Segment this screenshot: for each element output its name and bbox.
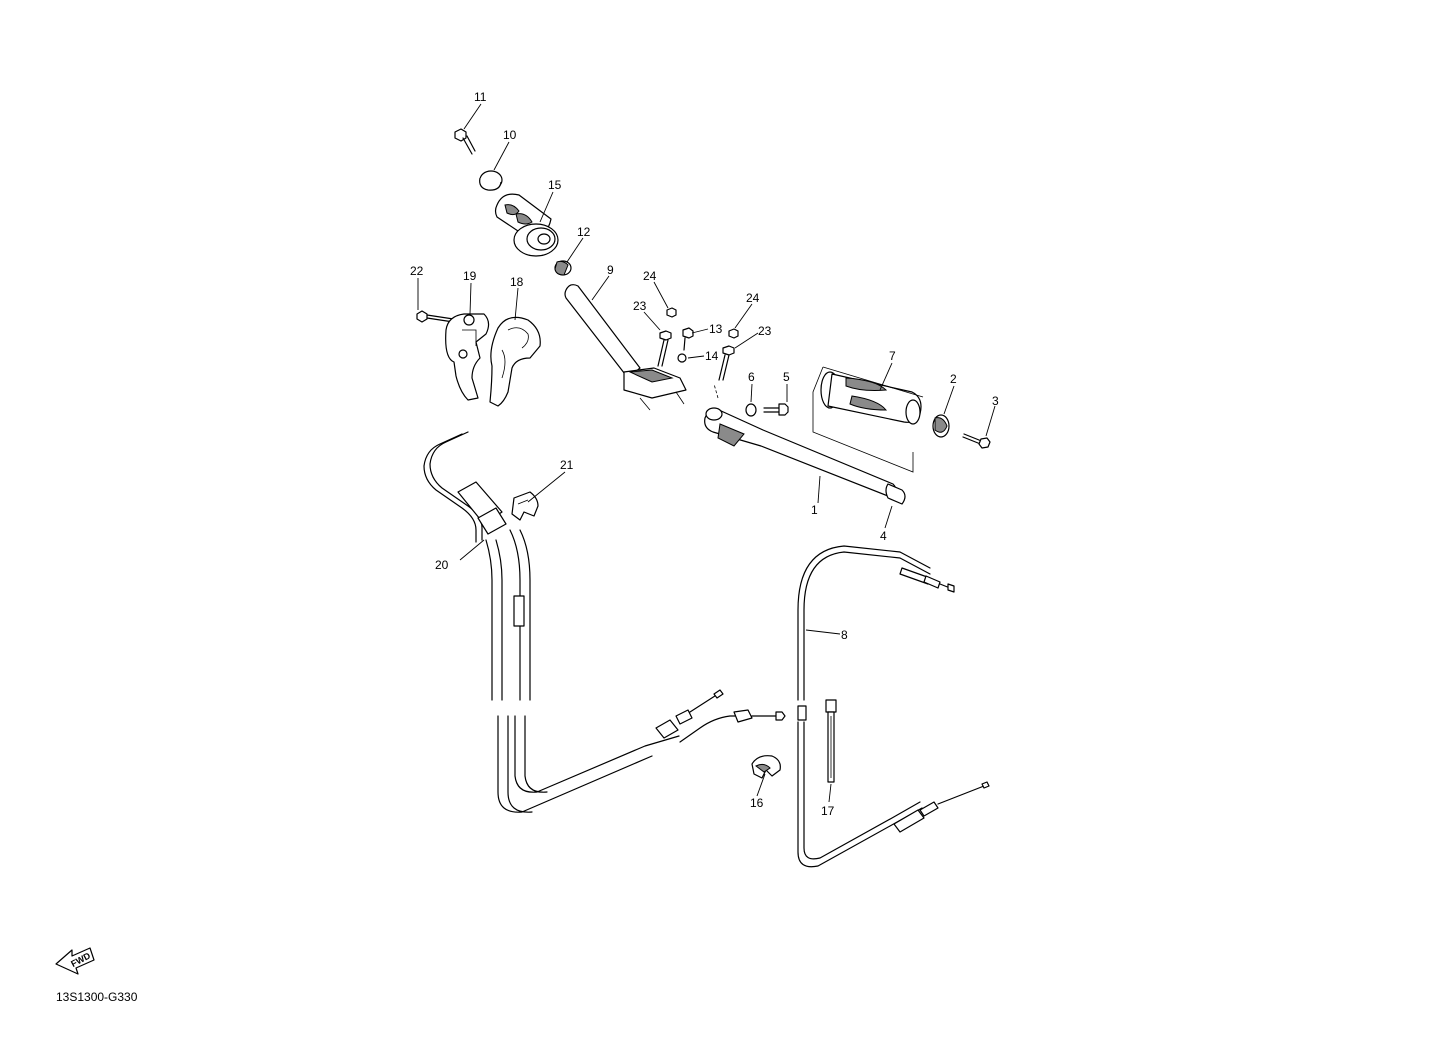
part-20-throttle-cable (423, 431, 786, 813)
part-10-bar-end-weight (479, 170, 503, 191)
callout-13: 13 (709, 322, 723, 336)
callout-7: 7 (889, 349, 896, 363)
part-17-cable-tie (825, 699, 837, 783)
part-7-assembly-outline (812, 366, 924, 473)
fwd-arrow-icon: FWD (55, 947, 95, 975)
callout-14: 14 (705, 349, 719, 363)
part-23-bolt-left (657, 330, 672, 367)
callout-4: 4 (880, 529, 887, 543)
part-1-right-handlebar (704, 383, 906, 505)
part-15-throttle-grip (494, 193, 559, 257)
callout-24-right: 24 (746, 291, 760, 305)
callout-15: 15 (548, 178, 562, 192)
part-11-bolt (454, 128, 476, 155)
callout-17: 17 (821, 804, 835, 818)
part-8-clutch-cable (797, 545, 990, 868)
callout-20: 20 (435, 558, 449, 572)
callout-12: 12 (577, 225, 591, 239)
part-5-screw (763, 403, 789, 416)
part-7-grip (820, 371, 922, 425)
part-6-washer (745, 403, 757, 417)
callout-1: 1 (811, 503, 818, 517)
callout-24: 24 (643, 269, 657, 283)
part-2-bar-end-weight (932, 414, 950, 438)
part-18-lever-holder (489, 316, 541, 407)
part-24-nut-right (728, 328, 739, 339)
callout-23: 23 (633, 299, 647, 313)
callout-8: 8 (841, 628, 848, 642)
part-24-nut-left (666, 307, 677, 318)
callout-22: 22 (410, 264, 424, 278)
part-21-clamp (511, 491, 539, 521)
part-19-holder (445, 313, 490, 401)
part-9-left-handlebar (564, 284, 687, 411)
callout-labels: 11 10 15 12 9 24 23 13 14 24 23 22 19 18… (410, 90, 999, 818)
part-14-washer (677, 353, 687, 363)
part-23-bolt-right (718, 345, 735, 381)
part-16-clamp (751, 755, 781, 779)
callout-5: 5 (783, 370, 790, 384)
callout-11: 11 (474, 90, 487, 104)
callout-19: 19 (463, 269, 477, 283)
leader-lines (417, 103, 996, 803)
callout-18: 18 (510, 275, 524, 289)
callout-2: 2 (950, 372, 957, 386)
callout-3: 3 (992, 394, 999, 408)
callout-23-right: 23 (758, 324, 772, 338)
part-12-collar (554, 260, 572, 276)
part-3-bolt (962, 433, 991, 449)
callout-10: 10 (503, 128, 517, 142)
callout-16: 16 (750, 796, 764, 810)
callout-21: 21 (560, 458, 574, 472)
callout-6: 6 (748, 370, 755, 384)
part-13-screw (682, 327, 694, 351)
drawing-code: 13S1300-G330 (56, 990, 138, 1004)
callout-9: 9 (607, 263, 614, 277)
